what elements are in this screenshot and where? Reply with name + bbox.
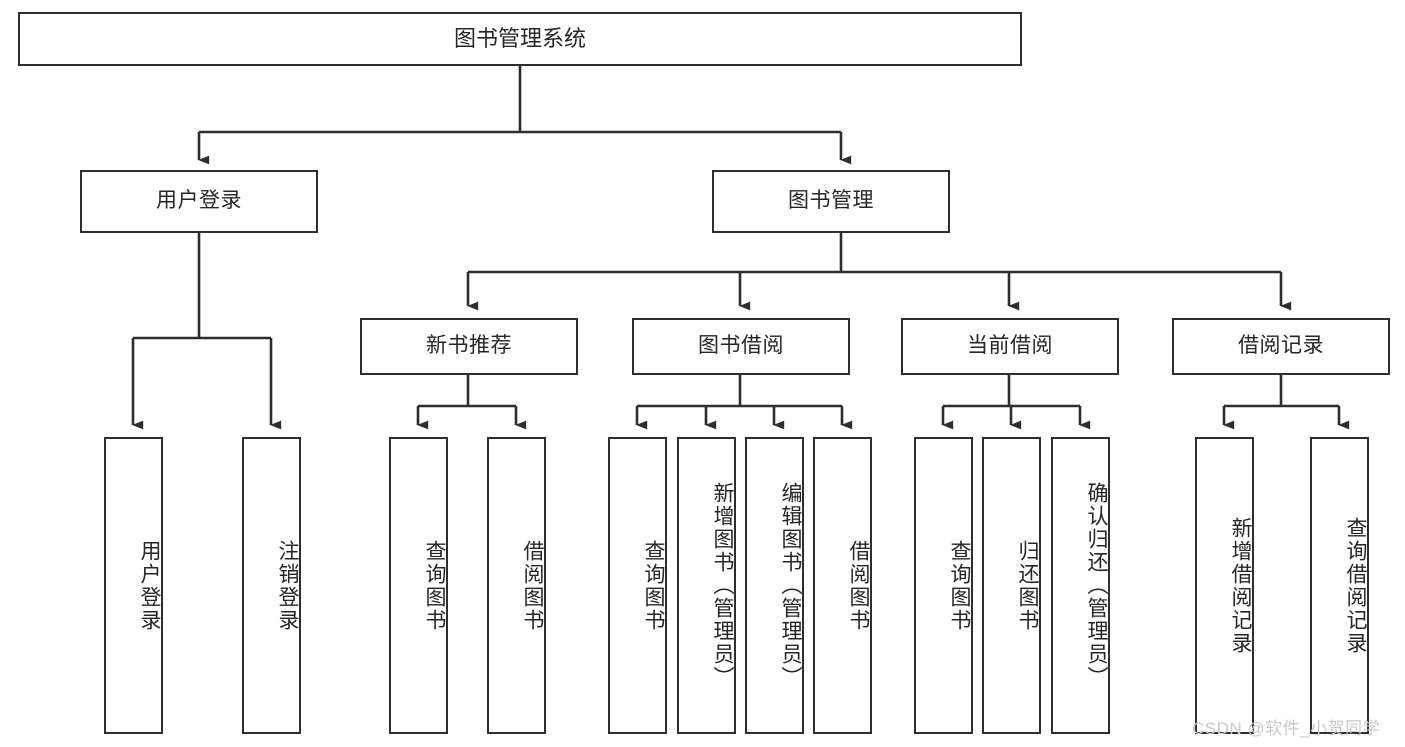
- node-leaf-return-book[interactable]: 归还图书: [982, 437, 1041, 734]
- node-label: 注销登录: [276, 539, 299, 632]
- node-label: 借阅图书: [521, 539, 544, 632]
- node-new-book-recommend[interactable]: 新书推荐: [360, 318, 578, 375]
- node-label: 新增借阅记录: [1229, 516, 1252, 655]
- node-label: 用户登录: [138, 539, 161, 632]
- node-leaf-query-book-3[interactable]: 查询图书: [914, 437, 973, 734]
- node-root-system[interactable]: 图书管理系统: [18, 12, 1022, 66]
- node-label: 查询借阅记录: [1344, 516, 1367, 655]
- node-label: 查询图书: [642, 539, 665, 632]
- node-leaf-query-book-2[interactable]: 查询图书: [608, 437, 667, 734]
- node-label: 借阅图书: [847, 539, 870, 632]
- node-label: 确认归还（管理员）: [1085, 482, 1108, 689]
- node-label: 编辑图书（管理员）: [779, 482, 802, 689]
- node-leaf-query-book-1[interactable]: 查询图书: [389, 437, 448, 734]
- node-label: 图书管理: [788, 189, 874, 213]
- node-leaf-add-record[interactable]: 新增借阅记录: [1195, 437, 1254, 734]
- node-borrow-record[interactable]: 借阅记录: [1172, 318, 1390, 375]
- node-label: 新增图书（管理员）: [711, 482, 734, 689]
- node-leaf-confirm-return[interactable]: 确认归还（管理员）: [1051, 437, 1110, 734]
- node-user-login[interactable]: 用户登录: [80, 170, 318, 233]
- node-label: 用户登录: [156, 189, 242, 213]
- node-current-borrow[interactable]: 当前借阅: [901, 318, 1119, 375]
- node-label: 图书借阅: [698, 334, 784, 358]
- node-leaf-query-record[interactable]: 查询借阅记录: [1310, 437, 1369, 734]
- node-leaf-borrow-book-1[interactable]: 借阅图书: [487, 437, 546, 734]
- node-leaf-logout[interactable]: 注销登录: [242, 437, 301, 734]
- node-label: 查询图书: [423, 539, 446, 632]
- node-book-borrow[interactable]: 图书借阅: [632, 318, 850, 375]
- node-label: 查询图书: [948, 539, 971, 632]
- node-leaf-user-login[interactable]: 用户登录: [104, 437, 163, 734]
- node-label: 图书管理系统: [453, 26, 586, 52]
- node-leaf-borrow-book-2[interactable]: 借阅图书: [813, 437, 872, 734]
- node-leaf-add-book[interactable]: 新增图书（管理员）: [677, 437, 736, 734]
- node-label: 借阅记录: [1238, 334, 1324, 358]
- node-label: 新书推荐: [426, 334, 512, 358]
- node-leaf-edit-book[interactable]: 编辑图书（管理员）: [745, 437, 804, 734]
- node-book-manage[interactable]: 图书管理: [712, 170, 950, 233]
- node-label: 归还图书: [1016, 539, 1039, 632]
- csdn-watermark: CSDN @软件_小贺同学: [1192, 719, 1381, 738]
- node-label: 当前借阅: [967, 334, 1053, 358]
